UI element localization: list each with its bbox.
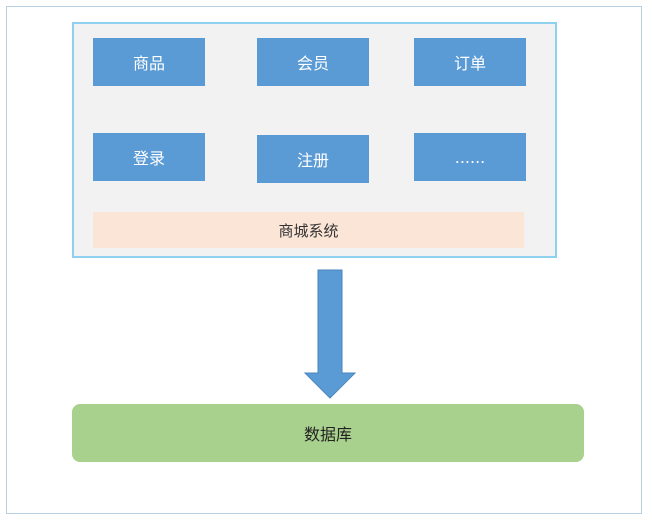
module-members: 会员 [257,38,369,86]
module-login: 登录 [93,133,205,181]
mall-system-label: 商城系统 [93,212,524,248]
module-register: 注册 [257,135,369,183]
module-products: 商品 [93,38,205,86]
module-orders: 订单 [414,38,526,86]
module-more: ...... [414,133,526,181]
database-box: 数据库 [72,404,584,462]
